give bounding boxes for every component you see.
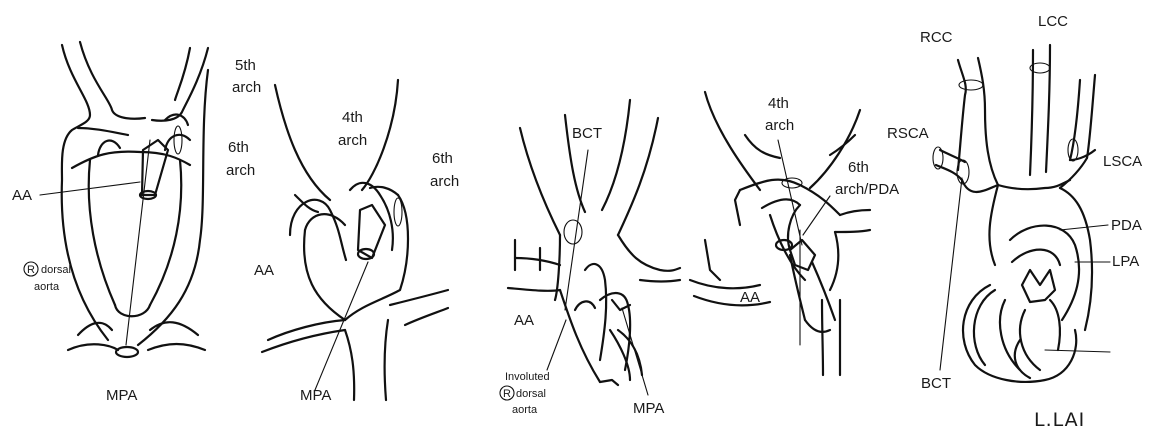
panel2-4th-arch-label: arch: [338, 132, 367, 149]
panel2-5th-label: 5th: [235, 57, 256, 74]
panel1-mpa-label: MPA: [106, 387, 137, 404]
panel-2-drawing: [262, 80, 448, 400]
panel2-4th-label: 4th: [342, 109, 363, 126]
panel5-bct-label: BCT: [921, 375, 951, 392]
panel2-6th-right-label: 6th: [432, 150, 453, 167]
artist-signature: L.LAI: [1034, 409, 1085, 431]
panel3-aa-label: AA: [514, 312, 534, 329]
panel2-6th-right-arch-label: arch: [430, 173, 459, 190]
panel3-bct-label: BCT: [572, 125, 602, 142]
panel3-involuted-label: Involuted: [505, 371, 550, 383]
panel2-aa-label: AA: [254, 262, 274, 279]
panel4-4th-arch-label: arch: [765, 117, 794, 134]
panel1-r-marker: R: [27, 264, 35, 276]
panel3-dorsal-label: dorsal: [516, 388, 546, 400]
panel5-rcc-label: RCC: [920, 29, 953, 46]
panel2-5th-arch-label: arch: [232, 79, 261, 96]
panel2-6th-left-arch-label: arch: [226, 162, 255, 179]
panel4-4th-label: 4th: [768, 95, 789, 112]
panel-5-drawing: [933, 45, 1110, 382]
panel5-rsca-label: RSCA: [887, 125, 929, 142]
panel-4-drawing: [690, 92, 870, 375]
panel5-pda-label: PDA: [1111, 217, 1142, 234]
panel4-6th-label: 6th: [848, 159, 869, 176]
panel-3-drawing: [508, 100, 680, 395]
panel3-aorta-label: aorta: [512, 404, 538, 416]
panel3-r-marker: R: [503, 388, 511, 400]
panel2-6th-left-label: 6th: [228, 139, 249, 156]
panel1-dorsal-label: dorsal: [41, 264, 71, 276]
panel4-aa-label: AA: [740, 289, 760, 306]
panel1-aorta-label: aorta: [34, 281, 60, 293]
panel5-lpa-label: LPA: [1112, 253, 1139, 270]
panel2-mpa-label: MPA: [300, 387, 331, 404]
panel-1-drawing: [40, 42, 208, 357]
panel5-lcc-label: LCC: [1038, 13, 1068, 30]
panel5-lsca-label: LSCA: [1103, 153, 1142, 170]
panel1-aa-label: AA: [12, 187, 32, 204]
panel4-arch-pda-label: arch/PDA: [835, 181, 899, 198]
panel3-mpa-label: MPA: [633, 400, 664, 417]
